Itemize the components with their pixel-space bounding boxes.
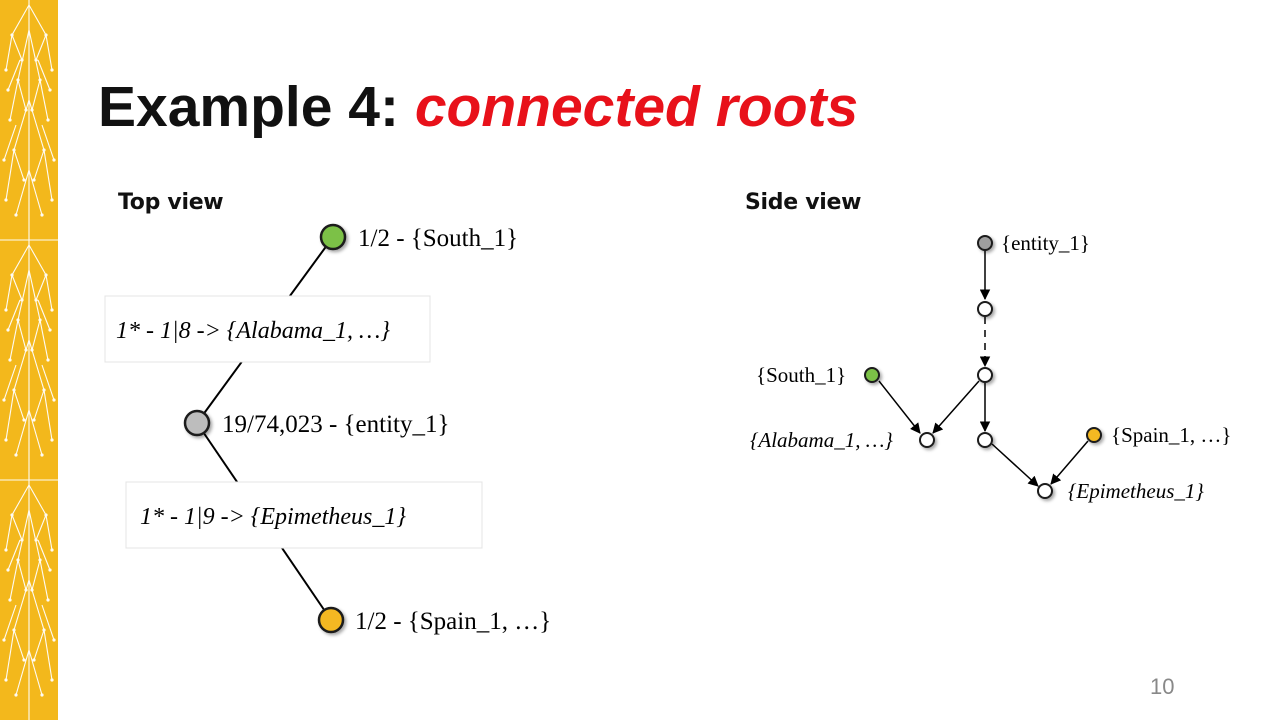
top-node-south [319, 223, 347, 251]
side-node-intermediate-2 [977, 367, 993, 383]
top-node-south-label: 1/2 - {South_1} [358, 225, 518, 252]
slide-title: Example 4: connected roots [98, 72, 858, 142]
side-label-entity: {entity_1} [1001, 231, 1090, 255]
side-edge-south-alabama [878, 380, 921, 434]
side-node-entity [977, 235, 993, 251]
top-node-spain-label: 1/2 - {Spain_1, …} [355, 608, 551, 635]
side-view-heading: Side view [745, 190, 862, 215]
side-node-spain [1086, 427, 1102, 443]
side-node-alabama [919, 432, 935, 448]
side-node-intermediate-3 [977, 432, 993, 448]
slide-title-prefix: Example 4: [98, 75, 415, 139]
epimetheus-edge-label-box [125, 481, 483, 549]
side-edge-n3-alabama [932, 380, 980, 434]
side-node-south [864, 367, 880, 383]
decorative-side-bar [0, 0, 58, 720]
page-number: 10 [1150, 674, 1175, 699]
side-node-intermediate-1 [977, 301, 993, 317]
top-view-heading: Top view [118, 190, 224, 215]
side-edge-n5-epimetheus [991, 443, 1039, 487]
top-node-entity-label: 19/74,023 - {entity_1} [222, 411, 449, 438]
side-label-epimetheus: {Epimetheus_1} [1068, 479, 1204, 503]
side-node-epimetheus [1037, 483, 1053, 499]
alabama-edge-label-box [104, 295, 431, 363]
side-label-south: {South_1} [756, 363, 846, 387]
slide-title-emphasis: connected roots [414, 75, 859, 139]
epimetheus-edge-label: 1* - 1|9 -> {Epimetheus_1} [140, 504, 406, 530]
side-label-alabama: {Alabama_1, …} [750, 428, 893, 452]
tree-pattern-decoration [0, 0, 58, 720]
side-label-spain: {Spain_1, …} [1111, 423, 1232, 447]
top-node-entity [183, 409, 211, 437]
alabama-edge-label: 1* - 1|8 -> {Alabama_1, …} [116, 318, 390, 344]
top-node-spain [317, 606, 345, 634]
top-view-diagram: 1* - 1|8 -> {Alabama_1, …} 1* - 1|9 -> {… [104, 223, 551, 635]
side-edge-spain-epimetheus [1050, 440, 1089, 485]
side-view-diagram: {entity_1} {South_1} {Alabama_1, …} {Spa… [750, 231, 1232, 503]
